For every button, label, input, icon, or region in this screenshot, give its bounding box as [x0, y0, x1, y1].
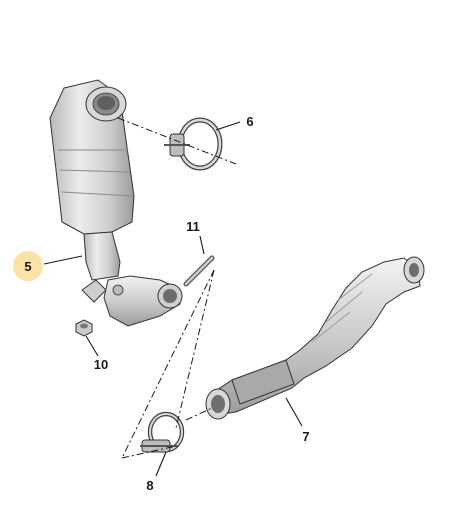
- nut-part: [75, 319, 93, 337]
- callout-10-label: 10: [94, 357, 108, 372]
- leader-lines: [43, 121, 303, 477]
- v-band-clamp-part: [164, 117, 223, 171]
- assembly-guide-lines: [117, 117, 237, 459]
- callout-5-label: 5: [24, 259, 31, 274]
- band-clamp-part: [140, 411, 185, 453]
- catalytic-converter-part: [49, 79, 183, 327]
- intermediate-pipe-part: [205, 256, 425, 420]
- stud-part: [183, 255, 215, 287]
- callout-8-label: 8: [146, 478, 153, 493]
- callout-11-label: 11: [186, 219, 200, 234]
- callout-6-label: 6: [246, 114, 253, 129]
- callout-7-label: 7: [302, 429, 309, 444]
- callout-5-highlight: [13, 251, 43, 281]
- callout-5: 5: [13, 251, 43, 281]
